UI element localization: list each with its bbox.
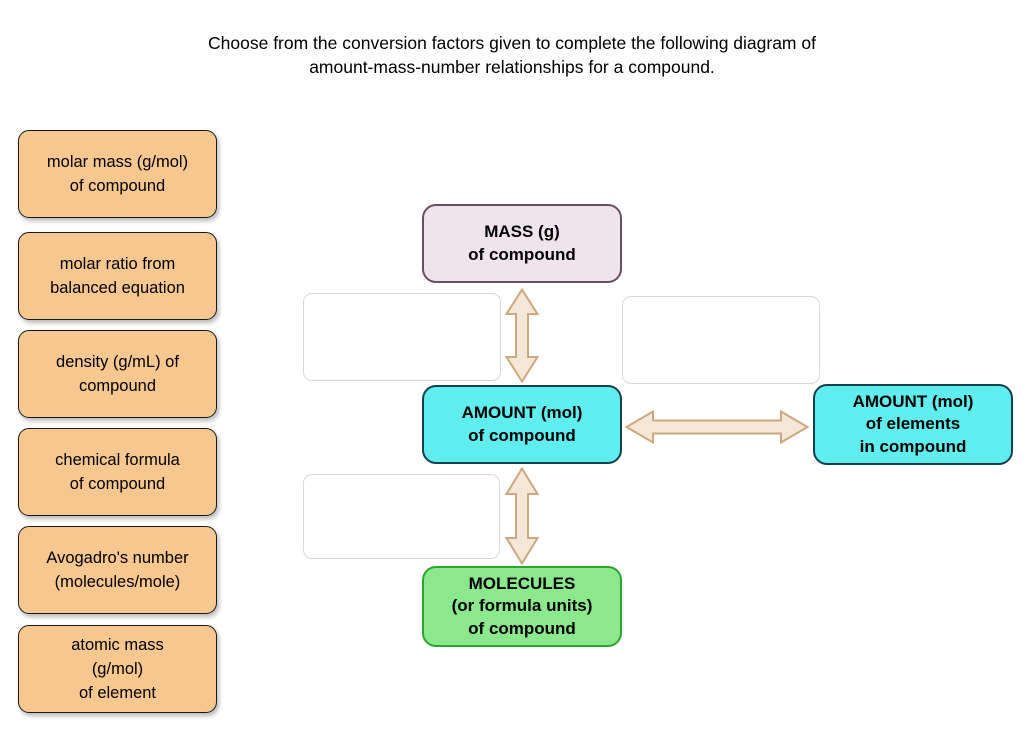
instructions: Choose from the conversion factors given… (0, 31, 1024, 79)
node-amount-of-compound: AMOUNT (mol) of compound (422, 385, 622, 464)
choice-molar-ratio[interactable]: molar ratio from balanced equation (18, 232, 217, 320)
choice-atomic-mass-of-element[interactable]: atomic mass (g/mol) of element (18, 625, 217, 713)
dropzone-amount-to-molecules[interactable] (303, 474, 500, 559)
double-arrow-amount-molecules-icon (504, 467, 540, 565)
node-amount-of-elements: AMOUNT (mol) of elements in compound (813, 384, 1013, 465)
double-arrow-amount-elements-icon (625, 407, 809, 447)
dropzone-mass-to-amount[interactable] (303, 293, 501, 381)
dropzone-upper-right[interactable] (622, 296, 820, 384)
instructions-line1: Choose from the conversion factors given… (208, 33, 816, 53)
choice-density[interactable]: density (g/mL) of compound (18, 330, 217, 418)
instructions-line2: amount-mass-number relationships for a c… (309, 57, 715, 77)
choice-molar-mass-of-compound[interactable]: molar mass (g/mol) of compound (18, 130, 217, 218)
node-mass-of-compound: MASS (g) of compound (422, 204, 622, 283)
choice-chemical-formula[interactable]: chemical formula of compound (18, 428, 217, 516)
node-molecules-of-compound: MOLECULES (or formula units) of compound (422, 566, 622, 647)
double-arrow-mass-amount-icon (504, 288, 540, 383)
choice-avogadros-number[interactable]: Avogadro's number (molecules/mole) (18, 526, 217, 614)
